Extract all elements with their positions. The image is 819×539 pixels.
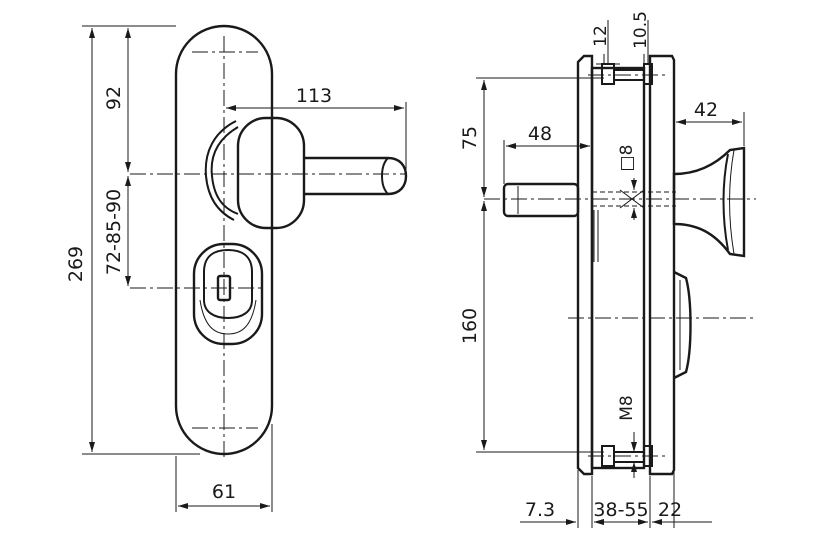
lever-bar-end [381,157,389,195]
dim-m8-label: M8 [617,395,637,420]
outer-plate [576,54,594,476]
lever-rose [204,120,237,221]
dim-7-3-label: 7.3 [525,499,555,521]
lever-bar [304,156,408,196]
front-view: 269 92 72-85-90 113 61 [65,24,408,512]
cylinder-inner-ring [203,248,253,320]
cylinder-housing-side [673,270,692,380]
lever-collar [210,126,239,215]
dim-12-label: 12 [591,25,611,47]
cylinder-lower-lip [199,299,257,335]
dim-42-label: 42 [694,99,718,121]
dim-10-5-label: 10.5 [631,11,651,49]
cylinder-escutcheon [192,242,264,346]
outer-lever-stub [502,182,580,218]
dim-72-85-90-label: 72-85-90 [103,189,125,275]
dim-113-label: 113 [296,85,332,107]
dim-75-label: 75 [459,126,481,150]
inner-plate [648,54,676,476]
inner-knob [672,146,746,258]
dim-160-label: 160 [459,308,481,344]
lever-grip [236,116,306,230]
dim-square8-label: □8 [617,145,637,172]
dim-269-label: 269 [65,246,87,282]
dim-22-label: 22 [658,499,682,521]
door-body [590,66,646,470]
dim-38-55-label: 38-55 [593,499,648,521]
dim-61-label: 61 [212,481,236,503]
dim-48-label: 48 [528,123,552,145]
side-view: 12 10.5 75 160 48 □8 42 M8 [459,11,756,528]
bottom-screw-shaft [613,451,645,463]
dim-92-label: 92 [103,86,125,110]
